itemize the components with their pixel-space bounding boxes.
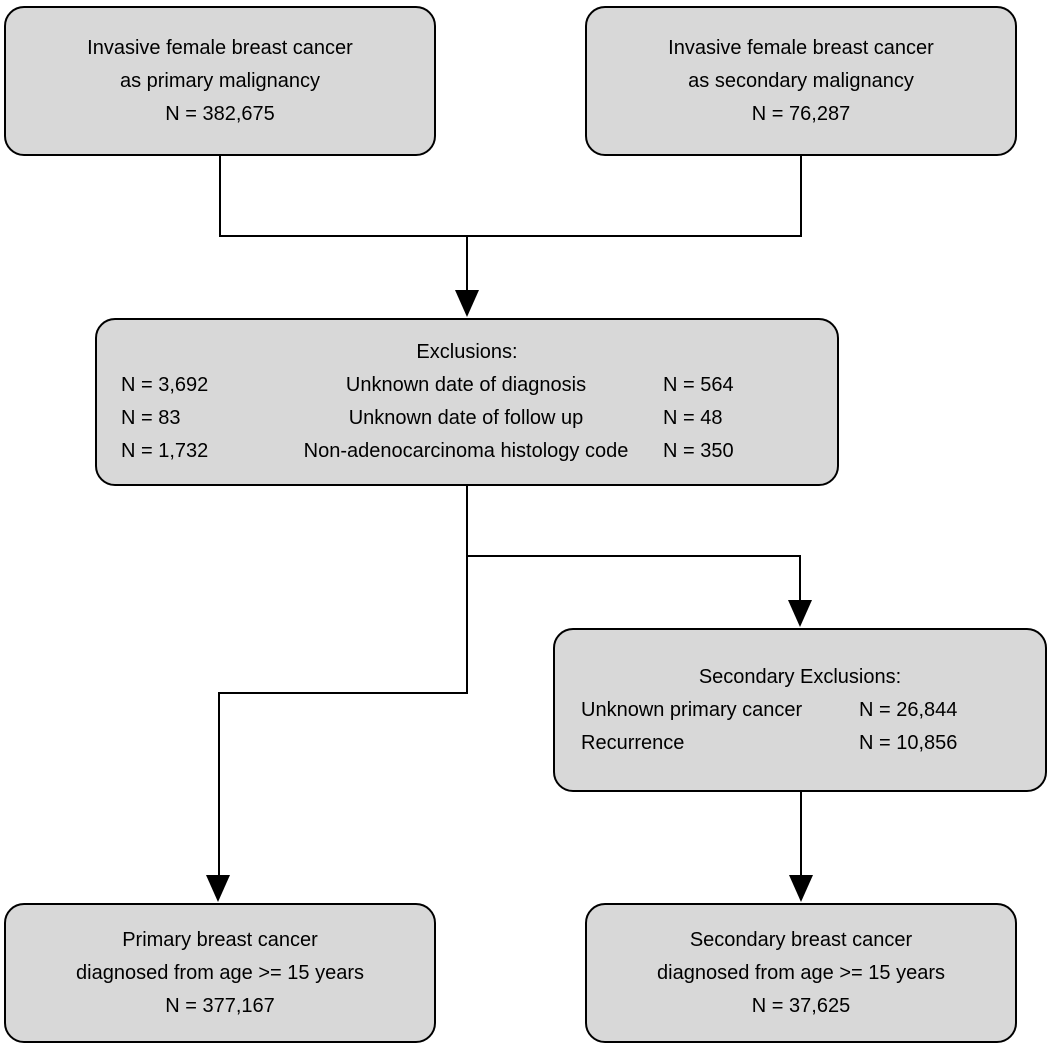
arrowhead-to-secondary-exclusions bbox=[788, 600, 812, 627]
arrowhead-to-exclusions bbox=[455, 290, 479, 317]
primary-source-count: N = 382,675 bbox=[165, 102, 275, 125]
secondary-exclusions-row-2-label: Recurrence bbox=[581, 731, 685, 754]
box-secondary-exclusions: Secondary Exclusions: Unknown primary ca… bbox=[553, 628, 1047, 792]
box-secondary-source: Invasive female breast cancer as seconda… bbox=[585, 6, 1017, 156]
exclusions-row-3-label: Non-adenocarcinoma histology code bbox=[303, 440, 629, 462]
primary-source-line-1: Invasive female breast cancer bbox=[87, 36, 353, 59]
box-primary-final: Primary breast cancer diagnosed from age… bbox=[4, 903, 436, 1043]
exclusions-row-1: N = 3,692 Unknown date of diagnosis N = … bbox=[97, 369, 837, 402]
secondary-final-count: N = 37,625 bbox=[751, 994, 851, 1017]
secondary-source-line-2: as secondary malignancy bbox=[688, 69, 914, 92]
secondary-source-count: N = 76,287 bbox=[751, 102, 851, 125]
primary-final-line-1: Primary breast cancer bbox=[122, 928, 318, 951]
exclusions-row-1-label: Unknown date of diagnosis bbox=[345, 374, 587, 396]
exclusions-row-3-left-count: N = 1,732 bbox=[121, 440, 209, 462]
box-primary-source: Invasive female breast cancer as primary… bbox=[4, 6, 436, 156]
exclusions-row-2-left-count: N = 83 bbox=[121, 407, 181, 429]
exclusions-row-2-right-count: N = 48 bbox=[663, 407, 723, 429]
primary-final-line-2: diagnosed from age >= 15 years bbox=[76, 961, 364, 984]
exclusions-title: Exclusions: bbox=[416, 341, 518, 363]
exclusions-row-1-left-count: N = 3,692 bbox=[121, 374, 209, 396]
box-secondary-final: Secondary breast cancer diagnosed from a… bbox=[585, 903, 1017, 1043]
primary-source-line-2: as primary malignancy bbox=[119, 69, 321, 92]
secondary-final-line-1: Secondary breast cancer bbox=[689, 928, 913, 951]
primary-final-count: N = 377,167 bbox=[165, 994, 275, 1017]
exclusions-row-3: N = 1,732 Non-adenocarcinoma histology c… bbox=[97, 435, 837, 468]
secondary-exclusions-row-1-count: N = 26,844 bbox=[859, 698, 958, 721]
secondary-exclusions-row-1: Unknown primary cancer N = 26,844 bbox=[555, 694, 1045, 727]
exclusions-row-3-right-count: N = 350 bbox=[663, 440, 734, 462]
box-exclusions: Exclusions: N = 3,692 Unknown date of di… bbox=[95, 318, 839, 486]
connector-lines bbox=[218, 156, 802, 878]
secondary-exclusions-title: Secondary Exclusions: bbox=[698, 665, 902, 688]
secondary-final-line-2: diagnosed from age >= 15 years bbox=[657, 961, 945, 984]
secondary-exclusions-row-2-count: N = 10,856 bbox=[859, 731, 958, 754]
exclusions-row-1-right-count: N = 564 bbox=[663, 374, 734, 396]
secondary-exclusions-row-2: Recurrence N = 10,856 bbox=[555, 727, 1045, 760]
secondary-exclusions-row-1-label: Unknown primary cancer bbox=[581, 698, 803, 721]
exclusions-row-2: N = 83 Unknown date of follow up N = 48 bbox=[97, 402, 837, 435]
exclusions-row-2-label: Unknown date of follow up bbox=[348, 407, 584, 429]
arrowhead-to-primary-final bbox=[206, 875, 230, 902]
secondary-source-line-1: Invasive female breast cancer bbox=[668, 36, 934, 59]
arrowhead-to-secondary-final bbox=[789, 875, 813, 902]
